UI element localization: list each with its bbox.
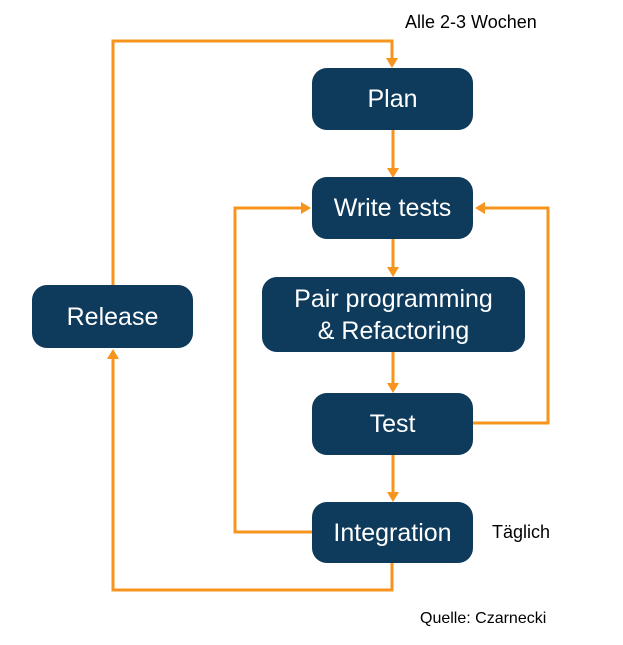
node-write-tests: Write tests — [312, 177, 473, 239]
edge-test-to-integration — [387, 455, 399, 502]
node-write-tests-label: Write tests — [333, 194, 452, 222]
node-test: Test — [312, 393, 473, 455]
arrowhead-down-icon — [387, 168, 399, 178]
cycle-duration-note: Alle 2-3 Wochen — [405, 12, 537, 32]
edge-release-to-plan-top-loop — [111, 39, 398, 285]
daily-note: Täglich — [492, 522, 551, 542]
node-plan: Plan — [312, 68, 473, 130]
arrowhead-right-icon — [301, 202, 311, 214]
node-pair-programming: Pair programming & Refactoring — [262, 277, 525, 352]
node-test-label: Test — [369, 410, 416, 438]
edge-pair-to-test — [387, 352, 399, 393]
arrowhead-down-icon — [386, 58, 398, 68]
arrowhead-down-icon — [387, 267, 399, 277]
node-integration-label: Integration — [333, 518, 452, 547]
edge-integration-to-release-bottom-loop — [107, 349, 394, 592]
node-pair-programming-label-line1: Pair programming — [294, 284, 493, 313]
edge-plan-to-write-tests — [387, 130, 399, 178]
node-release: Release — [32, 285, 193, 348]
source-attribution: Quelle: Czarnecki — [420, 610, 547, 627]
node-integration: Integration — [312, 502, 473, 563]
edge-write-tests-to-pair — [387, 239, 399, 277]
node-plan-label: Plan — [367, 85, 418, 113]
node-release-label: Release — [66, 302, 159, 331]
node-pair-programming-label-line2: & Refactoring — [317, 316, 470, 345]
arrowhead-left-icon — [475, 202, 485, 214]
arrowhead-down-icon — [387, 383, 399, 393]
edge-test-to-write-tests-right-loop — [473, 202, 550, 425]
edge-integration-to-write-tests-left-loop — [233, 202, 312, 534]
arrowhead-down-icon — [387, 492, 399, 502]
arrowhead-up-icon — [107, 349, 119, 359]
